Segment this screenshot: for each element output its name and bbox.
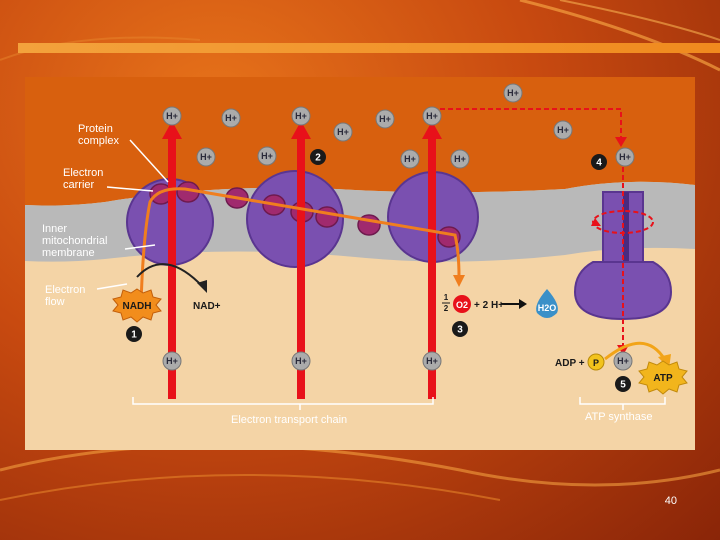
svg-text:H+: H+: [261, 151, 273, 161]
svg-text:H+: H+: [404, 154, 416, 164]
svg-text:5: 5: [620, 380, 626, 391]
nadh-text: NADH: [123, 301, 152, 312]
svg-text:H+: H+: [619, 152, 631, 162]
electron-carrier-6: [315, 206, 339, 228]
electron-flow-path: [139, 187, 461, 306]
step-badge-2: 2: [310, 149, 326, 165]
svg-text:4: 4: [596, 158, 602, 169]
svg-text:3: 3: [457, 325, 463, 336]
h-ion: H+: [615, 147, 635, 167]
proton-arrow-2: [297, 137, 305, 399]
label-electron-flow: Electron flow: [45, 284, 86, 308]
diagram-canvas: H+ H+ H+ H+ H+ H+ H+ H+ H+ H+ H+ H+ H+ H…: [25, 77, 695, 410]
h-ion: H+: [400, 149, 420, 169]
h-ion: H+: [375, 109, 395, 129]
plus-2h-text: + 2 H+: [474, 300, 504, 311]
h-ion: H+: [162, 106, 182, 126]
phosphate-circle: [587, 353, 605, 371]
atp-text: ATP: [653, 373, 673, 384]
hydrogen-ions: H+ H+ H+ H+ H+ H+ H+ H+ H+ H+ H+ H+ H+ H…: [162, 83, 635, 371]
adp-text: ADP +: [555, 358, 585, 369]
atp-burst: [638, 360, 688, 395]
etc-bracket: [132, 397, 434, 410]
svg-text:2: 2: [315, 153, 321, 164]
h-ion: H+: [162, 351, 182, 371]
h-ion: H+: [613, 351, 633, 371]
o2-text: O2: [456, 300, 468, 310]
step-badge-5: 5: [615, 376, 631, 392]
h-ion: H+: [503, 83, 523, 103]
membrane-pointer: [124, 244, 156, 250]
svg-text:H+: H+: [426, 111, 438, 121]
page-number: 40: [664, 495, 677, 507]
nad-text: NAD+: [193, 301, 221, 312]
svg-text:H+: H+: [200, 152, 212, 162]
label-electron-carrier: Electron carrier: [63, 167, 104, 191]
electron-flow-arrowhead: [453, 275, 465, 287]
protein-complex-pointer: [129, 139, 169, 183]
half-denominator: 2: [444, 304, 449, 313]
h2o-text: H2O: [538, 303, 557, 313]
svg-text:H+: H+: [295, 356, 307, 366]
step-badge-4: 4: [591, 154, 607, 170]
h-ion: H+: [333, 122, 353, 142]
proton-arrowhead-3: [422, 121, 442, 139]
label-inner-membrane: Inner mitochondrial membrane: [42, 223, 108, 259]
h-ion: H+: [422, 351, 442, 371]
electron-flow-pointer: [96, 283, 128, 290]
h-ion: H+: [221, 108, 241, 128]
intermembrane-space: [25, 77, 695, 206]
slide-title-bar: [18, 43, 720, 53]
svg-text:H+: H+: [166, 111, 178, 121]
nadh-burst: [112, 288, 162, 323]
step-badge-3: 3: [452, 321, 468, 337]
half-numerator: 1: [444, 293, 449, 302]
phosphate-text: P: [593, 358, 599, 368]
svg-text:H+: H+: [617, 356, 629, 366]
water-drop: [536, 289, 558, 318]
proton-arrowhead-1: [162, 121, 182, 139]
label-electron-transport-chain: Electron transport chain: [231, 414, 348, 426]
nadh-reaction-arrowhead: [197, 280, 207, 293]
o2-circle: [453, 295, 471, 313]
h-ion: H+: [196, 147, 216, 167]
proton-return-arrowhead: [615, 137, 627, 147]
svg-text:H+: H+: [557, 125, 569, 135]
svg-text:H+: H+: [295, 111, 307, 121]
svg-text:1: 1: [131, 330, 137, 341]
nadh-reaction-arrow: [136, 263, 204, 288]
h-ion: H+: [257, 146, 277, 166]
step-badge-1: 1: [126, 326, 142, 342]
atp-synthase-bracket: [579, 397, 666, 410]
svg-text:H+: H+: [426, 356, 438, 366]
h-ion: H+: [291, 106, 311, 126]
proton-arrowhead-2: [291, 121, 311, 139]
h-ion: H+: [450, 149, 470, 169]
label-protein-complex: Protein complex: [78, 123, 119, 147]
svg-text:H+: H+: [166, 356, 178, 366]
h-ion: H+: [291, 351, 311, 371]
h-ion: H+: [553, 120, 573, 140]
svg-text:H+: H+: [507, 88, 519, 98]
atp-reaction-arrow: [604, 341, 667, 361]
step-badges: 1 2 3 4 5: [126, 149, 631, 392]
proton-arrow-1: [168, 137, 176, 399]
h-ion: H+: [422, 106, 442, 126]
svg-text:H+: H+: [379, 114, 391, 124]
electron-transport-figure: H+ H+ H+ H+ H+ H+ H+ H+ H+ H+ H+ H+ H+ H…: [25, 77, 695, 450]
electron-carrier-pointer: [106, 186, 154, 192]
proton-arrow-3: [428, 137, 436, 399]
svg-text:H+: H+: [337, 127, 349, 137]
svg-text:H+: H+: [454, 154, 466, 164]
svg-text:H+: H+: [225, 113, 237, 123]
water-reaction-arrowhead: [519, 299, 527, 309]
label-atp-synthase: ATP synthase: [585, 411, 653, 423]
